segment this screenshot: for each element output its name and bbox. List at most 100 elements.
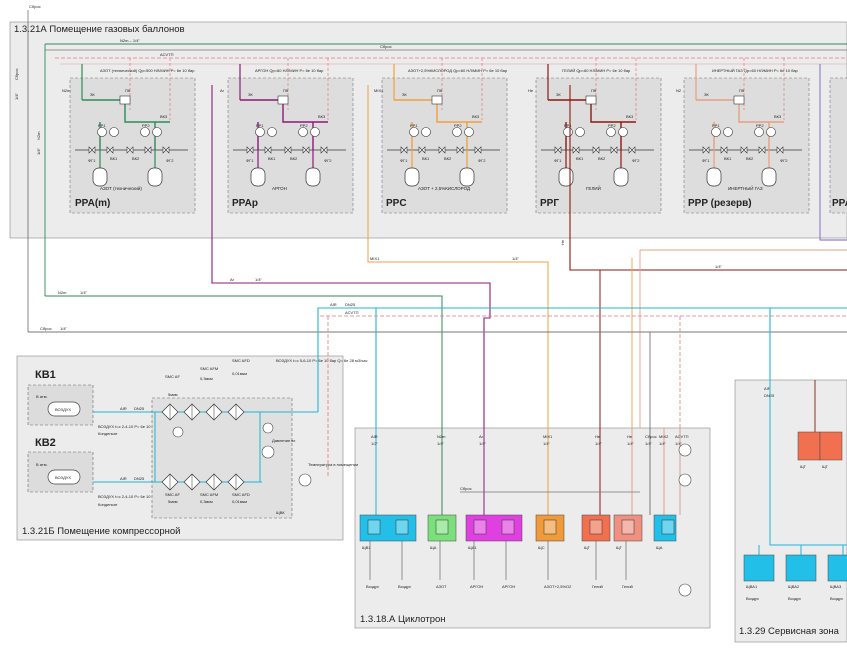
comp-dn25-1: DN25 <box>134 406 145 411</box>
regulator-icon <box>621 519 635 535</box>
cyclotron-outlet-note: Воздух <box>366 584 379 589</box>
rack-gauge-icon <box>464 127 474 137</box>
regulator-icon <box>473 519 487 535</box>
comp-air-1: AIR <box>120 406 127 411</box>
rack-name: PPA <box>832 198 847 209</box>
rack-gauge-icon <box>452 127 462 137</box>
rack-ppg: PPГ ГЕЛИЙ ГЕЛИЙ Qр=60 НЛ/МИН P= 6е 10 ба… <box>535 68 662 214</box>
cyclotron-pipe-size: 1/4" <box>627 441 635 446</box>
regulator-icon <box>367 519 381 535</box>
pressure-gauge-top <box>172 426 184 438</box>
rack-item-label: ПК <box>739 88 745 93</box>
temperature-gauge <box>298 473 312 487</box>
rack-item-label: ПК <box>437 88 443 93</box>
room-cyclotron-title: 1.3.18.А Циклотрон <box>360 614 446 625</box>
rack-item-label: ФГ2 <box>632 158 640 163</box>
service-cabinet-label: ЩВА1 <box>746 584 758 589</box>
rack-item-label: ФГ2 <box>780 158 788 163</box>
gauge-icon <box>678 443 692 457</box>
cyclotron-outlet-note: АРГОН <box>502 584 515 589</box>
cyclotron-pipe-tag: He <box>627 434 633 439</box>
header-n2m-label: N2m – 1/4" <box>120 38 140 43</box>
top-sbros-label: Сброс <box>29 4 41 9</box>
cylinder-icon <box>459 167 475 187</box>
rack-gauge-icon <box>152 127 162 137</box>
rack-item-label: ФГ2 <box>166 158 174 163</box>
rack-item-label: ВК1 <box>110 156 118 161</box>
rack-item-label: ВК3 <box>318 114 326 119</box>
mid-tag-he: He <box>560 239 565 245</box>
valve-icon <box>776 146 784 154</box>
kv1-label: КВ1 <box>35 369 56 381</box>
rack-item-label: РР1 <box>98 123 106 128</box>
rack-top-note: АЗОТ+2,5%КИСЛОРОД Qр=60 НЛ/МИН P= 6е 10 … <box>408 68 508 73</box>
rack-gauge-icon <box>766 127 776 137</box>
cyclotron-outlet-note: Гелий <box>622 584 633 589</box>
kv2-condensate: Конденсат <box>98 502 118 507</box>
rack-item-label: РР2 <box>608 123 616 128</box>
rack-item-label: ВК2 <box>290 156 298 161</box>
rack-caption: АРГОН <box>272 186 287 191</box>
rack-gauge-icon <box>109 127 119 137</box>
cyclotron-cabinet: ЩВ1 <box>359 514 417 550</box>
mid-tag-mix1-size: 1/4" <box>512 256 520 261</box>
pipe-n2-right <box>819 64 847 241</box>
cyclotron-pipe-tag: Ar <box>479 434 484 439</box>
cylinder-icon <box>706 167 722 187</box>
regulator-icon <box>661 519 675 535</box>
valve-icon <box>162 146 170 154</box>
m03-bot: 0,3мкм <box>200 499 213 504</box>
comp-dn25-2: DN25 <box>134 476 145 481</box>
cylinder-icon <box>305 167 321 187</box>
cyclotron-cabinet-label: ЩГ <box>584 545 591 550</box>
cyclotron-cabinet-label: ЩС <box>538 545 545 550</box>
cyclotron-cabinet: ЩГ <box>581 514 611 550</box>
regulator-icon <box>501 519 515 535</box>
cylinder-icon <box>92 167 108 187</box>
dew-label: Давление вх <box>272 438 295 443</box>
service-outlet-note: Воздух <box>830 596 843 601</box>
rack-gauge-icon <box>267 127 277 137</box>
regulator-icon <box>543 519 557 535</box>
mid-tag-ar-size: 1/4" <box>255 277 263 282</box>
rack-gauge-icon <box>140 127 150 137</box>
rack-item-label: ФГ1 <box>88 158 96 163</box>
room-compressor-title: 1.3.21Б Помещение компрессорной <box>22 526 180 537</box>
valve-icon <box>106 146 114 154</box>
rack-gauge-icon <box>575 127 585 137</box>
cyclotron-outlet-note: АЗОТ+2,5%О2 <box>544 584 572 589</box>
valve-icon <box>400 146 408 154</box>
room-service <box>734 379 847 643</box>
rack-name: PPC <box>386 198 407 209</box>
cyclotron-cabinet-label: ЩА <box>656 545 663 550</box>
valve-icon <box>554 146 562 154</box>
pipe-mix1-route <box>367 85 549 428</box>
service-cabinet-label: ЩВА2 <box>788 584 800 589</box>
rack-item-label: ВК1 <box>724 156 732 161</box>
valve-icon <box>438 146 446 154</box>
rack-in-tag: He <box>528 88 534 93</box>
cyclotron-cabinet: ЩА1 <box>465 514 523 550</box>
rack-name: PPГ <box>540 198 559 209</box>
rack-caption: ИНЕРТНЫЙ ГАЗ <box>728 184 763 191</box>
rack-caption: ГЕЛИЙ <box>586 184 601 191</box>
cylinder-icon <box>147 167 163 187</box>
valve-icon <box>284 146 292 154</box>
out-spec: ВОЗДУХ t=с 5-6-10 P= 6е 10 бар Q= 6е 28 … <box>276 358 367 363</box>
rack-item-label: ФГ1 <box>702 158 710 163</box>
valve-icon <box>246 146 254 154</box>
svc-air-line <box>769 380 847 546</box>
mid-tag-dn25: DN25 <box>345 302 356 307</box>
smc-af-bot: SMC AF <box>165 492 180 497</box>
rack-caption: АЗОТ (технический) <box>100 185 142 191</box>
cylinder-icon <box>613 167 629 187</box>
pipe-air-main <box>317 307 847 412</box>
mid-tag-n2m-size: 1/4" <box>80 290 88 295</box>
rack-gauge-icon <box>421 127 431 137</box>
rack-item-label: РР1 <box>410 123 418 128</box>
rack-item-label: ФГ1 <box>400 158 408 163</box>
